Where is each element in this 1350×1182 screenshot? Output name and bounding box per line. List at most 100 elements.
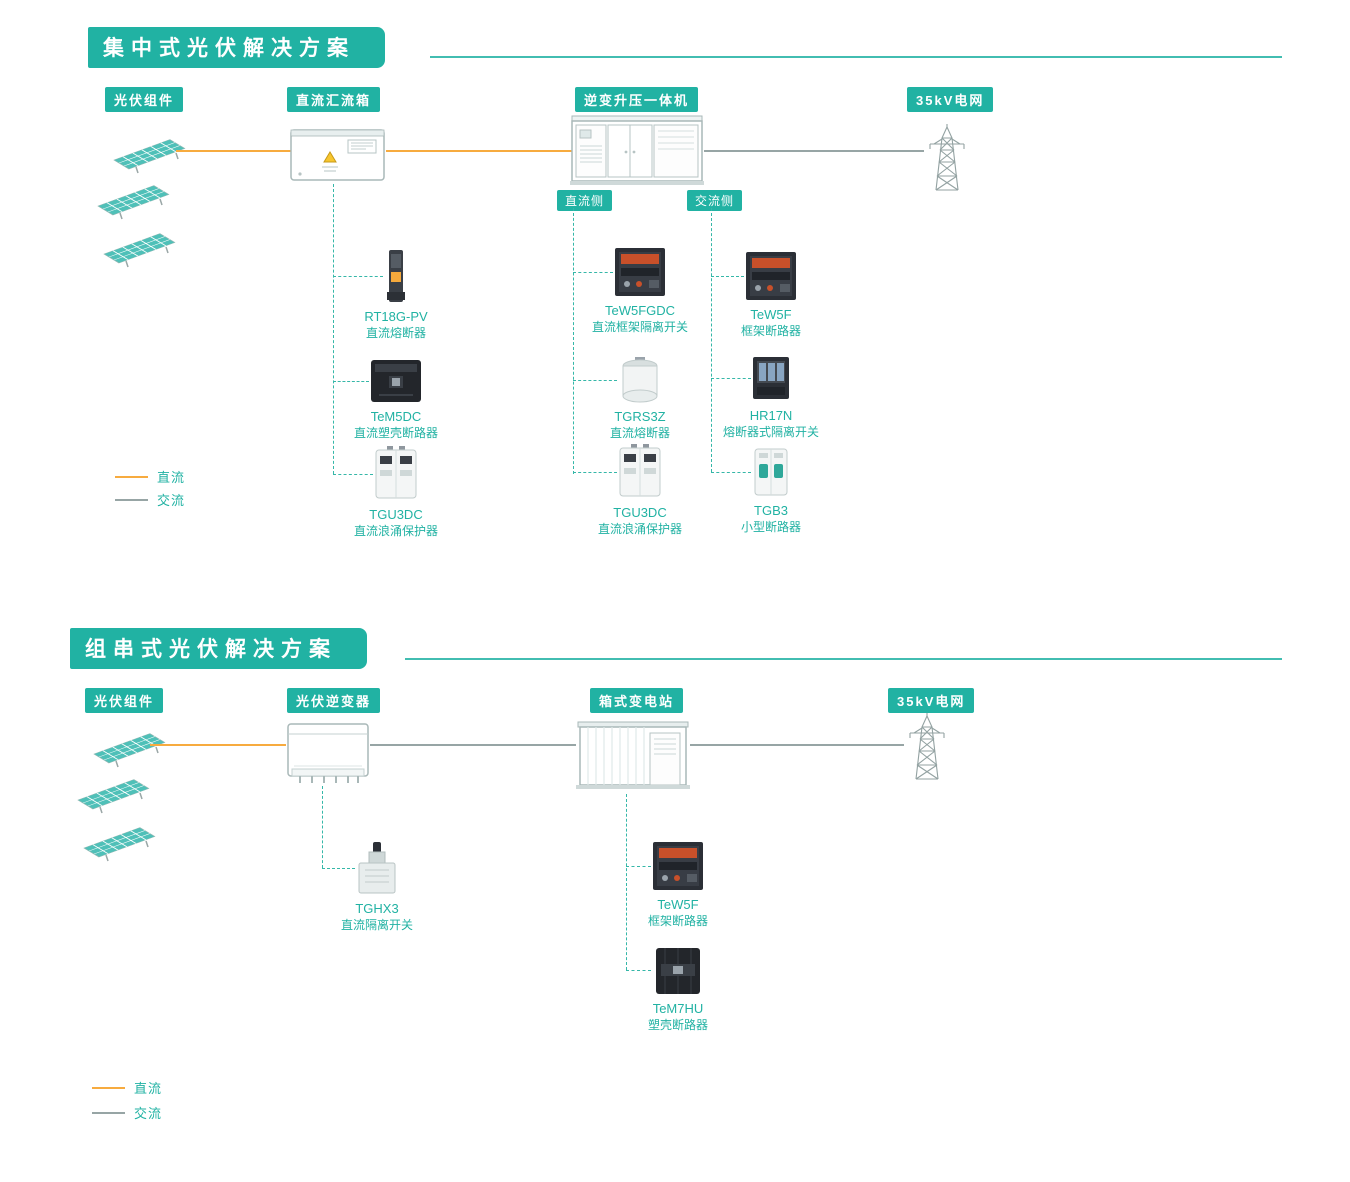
stub-substation-2 [626,970,651,971]
product-desc: 直流熔断器 [609,426,670,440]
stub-ac-3 [711,472,751,473]
product-tgu3dc-1: TGU3DC 直流浪涌保护器 [326,446,466,539]
frame-breaker-icon [746,252,796,300]
legend-dc-line-icon [92,1086,125,1089]
miniature-breaker-icon [754,448,788,496]
product-desc: 小型断路器 [740,520,801,534]
transmission-tower-icon [909,713,945,780]
product-name: TGRS3Z [614,409,666,424]
legend-dc-line-icon [115,475,148,478]
section1-title-rule [430,56,1282,58]
section2-title-rule [405,658,1282,660]
transmission-tower-icon [929,124,965,191]
legend-dc-2: 直流 [92,1078,162,1097]
legend-dc-1: 直流 [115,467,185,486]
stub-dc-2 [573,380,617,381]
stub-ac-1 [711,276,744,277]
dropline-dc-side [573,208,574,474]
ac-side-badge: 交流侧 [687,190,743,211]
product-tew5f-1: TeW5F 框架断路器 [701,250,841,339]
product-desc: 直流浪涌保护器 [353,524,438,538]
product-name: TeM7HU [652,1001,704,1016]
product-name: TGU3DC [369,507,423,522]
col-label-grid-1: 35kV电网 [907,87,994,112]
legend-ac-1: 交流 [115,490,185,509]
dropline-combiner [333,184,334,474]
fuse-icon [387,250,405,302]
product-rt18g-pv: RT18G-PV 直流熔断器 [326,248,466,341]
dc-line-combiner-to-inverter [386,150,572,152]
product-tew5f-2: TeW5F 框架断路器 [608,840,748,929]
col-label-box-substation: 箱式变电站 [590,688,684,713]
product-desc: 直流框架隔离开关 [591,320,688,334]
stub-combiner-1 [333,276,383,277]
dropline-substation [626,794,627,970]
product-name: TeM5DC [370,409,422,424]
product-name: TeW5F [750,307,792,322]
product-desc: 熔断器式隔离开关 [722,425,819,439]
col-label-pv-modules-2: 光伏组件 [85,688,164,713]
solar-panel-icon [113,139,186,174]
product-name: TeW5FGDC [604,303,676,318]
product-tgrs3z: TGRS3Z 直流熔断器 [570,356,710,441]
solar-panel-icon [97,185,170,220]
solar-panel-icon [77,779,150,814]
product-hr17n: HR17N 熔断器式隔离开关 [701,353,841,440]
surge-protector-icon [619,444,661,497]
legend-dc-label: 直流 [157,470,186,485]
molded-case-breaker-icon [371,360,421,402]
dropline-string-inverter [322,786,323,868]
dropline-ac-side [711,208,712,472]
product-tem5dc: TeM5DC 直流塑壳断路器 [326,358,466,441]
section1-title: 集中式光伏解决方案 [103,37,355,60]
dc-line-pv-to-inverter [150,744,286,746]
product-tem7hu: TeM7HU 塑壳断路器 [608,946,748,1033]
stub-dc-3 [573,472,617,473]
frame-breaker-icon [615,248,665,296]
stub-substation-1 [626,866,651,867]
frame-breaker-icon [653,842,703,890]
stub-ac-2 [711,378,751,379]
stub-string-inverter [322,868,355,869]
col-label-pv-modules-1: 光伏组件 [105,87,184,112]
col-label-inverter-station: 逆变升压一体机 [575,87,699,112]
product-desc: 直流浪涌保护器 [597,522,682,536]
dc-line-pv-to-combiner [176,150,292,152]
solar-panel-icon [93,733,166,768]
box-substation-icon [576,721,690,789]
cylindrical-fuse-icon [622,357,658,403]
molded-case-breaker-icon [656,948,700,994]
product-desc: 框架断路器 [740,324,801,338]
product-desc: 直流塑壳断路器 [353,426,438,440]
product-tew5fgdc: TeW5FGDC 直流框架隔离开关 [570,246,710,335]
product-tgb3: TGB3 小型断路器 [701,446,841,535]
section2-title: 组串式光伏解决方案 [85,638,337,661]
product-desc: 塑壳断路器 [647,1018,708,1032]
solar-panel-icon [83,827,156,862]
dc-side-badge: 直流侧 [557,190,613,211]
legend-ac-line-icon [92,1111,125,1114]
section2-title-banner: 组串式光伏解决方案 [70,628,367,669]
product-desc: 框架断路器 [647,914,708,928]
pv-array-illustration-1 [88,126,208,276]
combiner-box-icon [290,129,385,181]
stub-combiner-2 [333,381,369,382]
rotary-disconnect-icon [358,842,396,894]
product-name: RT18G-PV [364,309,428,324]
col-label-combiner-box: 直流汇流箱 [287,87,381,112]
ac-line-inverter-to-substation [370,744,576,746]
string-inverter-icon [287,723,369,783]
product-desc: 直流熔断器 [365,326,426,340]
col-label-string-inverter: 光伏逆变器 [287,688,381,713]
product-name: TGHX3 [355,901,399,916]
product-name: TeW5F [657,897,699,912]
legend-ac-label: 交流 [157,493,186,508]
product-name: TGU3DC [613,505,667,520]
fuse-disconnect-icon [753,357,789,399]
section1-title-banner: 集中式光伏解决方案 [88,27,385,68]
legend-ac-label: 交流 [134,1106,163,1121]
surge-protector-icon [375,446,417,499]
product-desc: 直流隔离开关 [340,918,413,932]
product-tgu3dc-2: TGU3DC 直流浪涌保护器 [570,444,710,537]
